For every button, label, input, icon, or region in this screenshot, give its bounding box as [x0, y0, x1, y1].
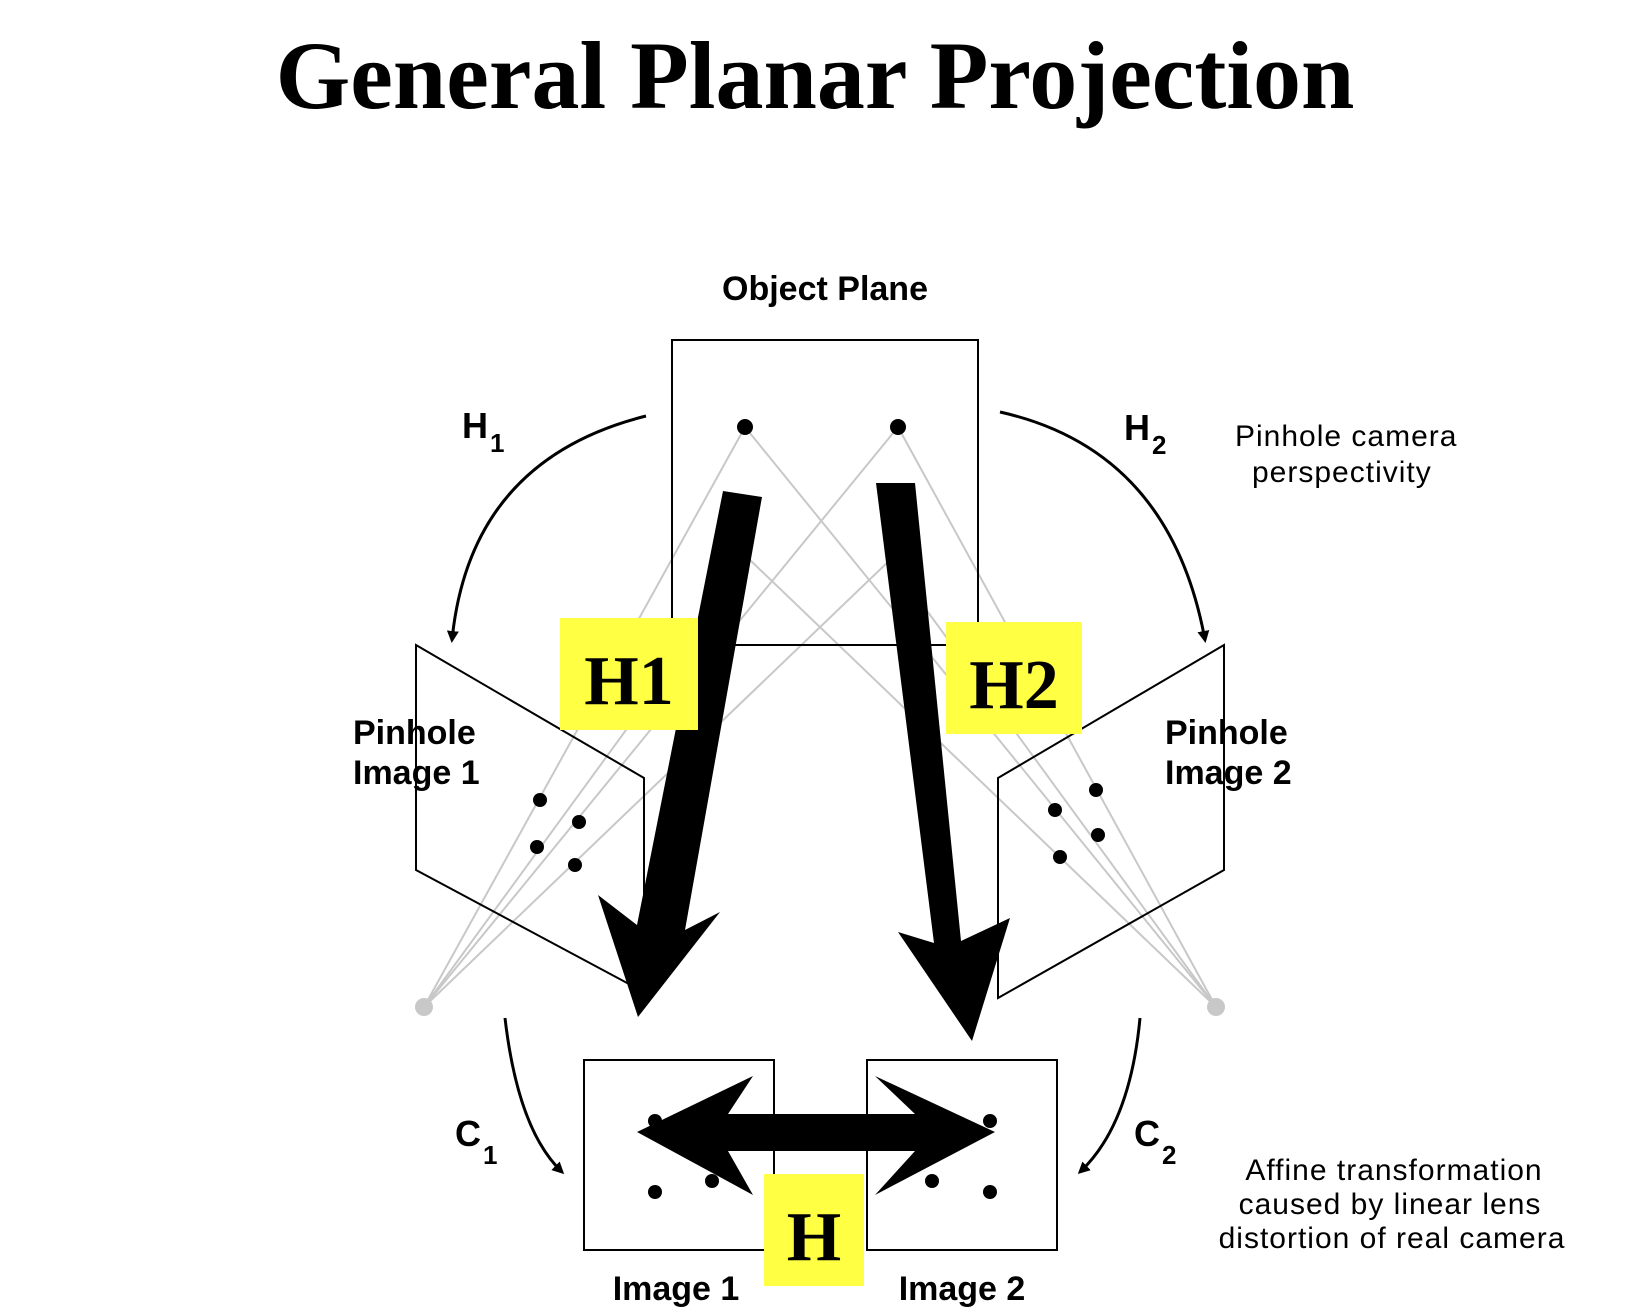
image-2-point [925, 1174, 939, 1188]
pinhole-image-2-point [1089, 783, 1103, 797]
slide-title: General Planar Projection [275, 22, 1355, 129]
pinhole-camera-note: perspectivity [1252, 456, 1432, 489]
pinhole-image-1-point [568, 858, 582, 872]
object-plane-label: Object Plane [722, 270, 928, 308]
h2-big-arrow [876, 483, 1010, 1041]
camera-center-1 [415, 998, 433, 1016]
affine-note: caused by linear lens [1239, 1188, 1542, 1221]
affine-note: Affine transformation [1245, 1154, 1542, 1187]
image-2-label: Image 2 [899, 1270, 1026, 1308]
c2-curved-arrow [1077, 1017, 1142, 1175]
h2-curved-arrow [999, 410, 1210, 643]
affine-note: distortion of real camera [1219, 1222, 1566, 1255]
pinhole-image-1-point [533, 793, 547, 807]
h2-highlight-box [946, 622, 1082, 734]
pinhole-image-2-label: Pinhole [1165, 714, 1288, 752]
pinhole-image-1-point [530, 840, 544, 854]
pinhole-image-1-label: Pinhole [353, 714, 476, 752]
projection-rays [423, 426, 1217, 1008]
h1-highlight-label: H1 [584, 643, 673, 720]
h-highlight-box [764, 1174, 864, 1286]
object-plane-rect [671, 339, 979, 646]
h1-symbol: H1 [462, 405, 504, 458]
pinhole-image-2-label: Image 2 [1165, 754, 1292, 792]
object-point [890, 419, 906, 435]
h-double-arrow [637, 1076, 995, 1195]
pinhole-image-1-point [572, 815, 586, 829]
h1-curved-arrow [446, 414, 647, 643]
image-2-point [983, 1185, 997, 1199]
image-2-point [983, 1114, 997, 1128]
image-1-rect [583, 1059, 775, 1251]
h1-big-arrow [598, 491, 762, 1017]
h2-symbol: H2 [1124, 407, 1166, 460]
image-1-point [705, 1174, 719, 1188]
h-highlight-label: H [787, 1199, 841, 1276]
image-1-label: Image 1 [613, 1270, 740, 1308]
pinhole-image-2-point [1048, 803, 1062, 817]
c2-symbol: C2 [1134, 1113, 1176, 1170]
c1-curved-arrow [503, 1017, 565, 1175]
pinhole-image-1-label: Image 1 [353, 754, 480, 792]
h2-highlight-label: H2 [969, 647, 1058, 724]
pinhole-image-2-point [1091, 828, 1105, 842]
pinhole-camera-note: Pinhole camera [1235, 420, 1457, 453]
camera-center-2 [1207, 998, 1225, 1016]
pinhole-image-2-point [1053, 850, 1067, 864]
c1-symbol: C1 [455, 1113, 497, 1170]
image-2-rect [866, 1059, 1058, 1251]
h1-highlight-box [560, 618, 698, 730]
object-point [737, 419, 753, 435]
image-1-point [648, 1185, 662, 1199]
